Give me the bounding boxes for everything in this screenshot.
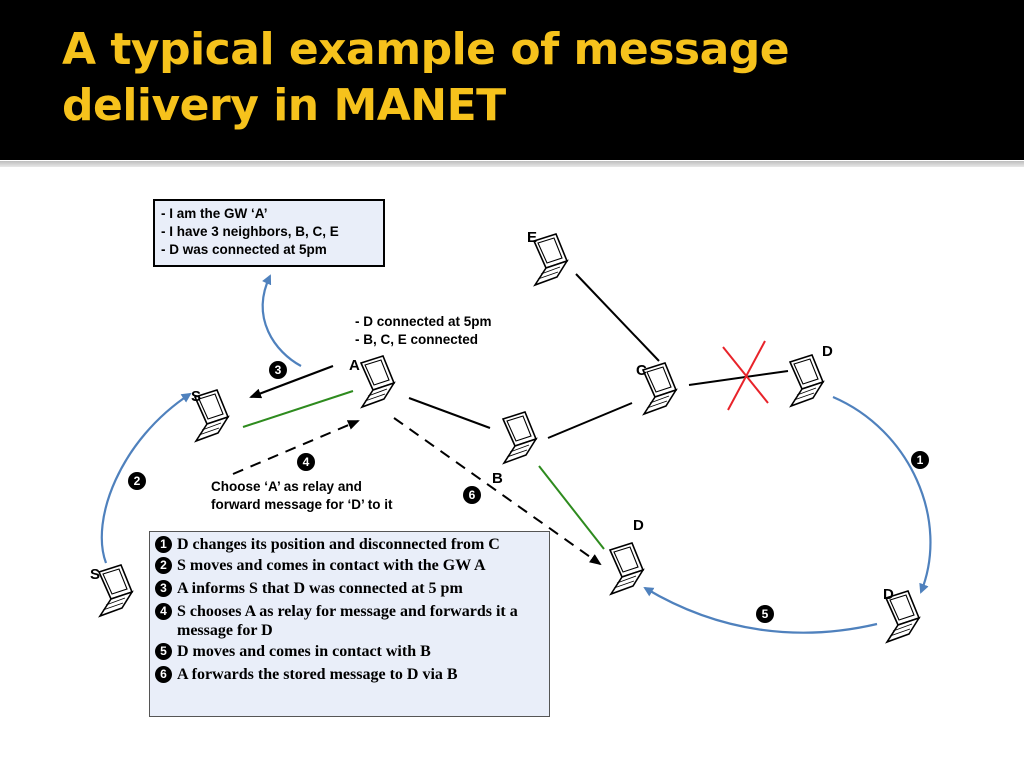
step-badge-6: 6 xyxy=(463,486,481,504)
legend-number-badge: 1 xyxy=(155,536,172,553)
legend-box: 1 D changes its position and disconnecte… xyxy=(149,531,550,717)
legend-number-badge: 3 xyxy=(155,580,172,597)
a-status-text: - D connected at 5pm - B, C, E connected xyxy=(355,313,492,349)
node-label-d-right: D xyxy=(883,586,894,603)
node-label-d-top: D xyxy=(822,343,833,360)
legend-text: D changes its position and disconnected … xyxy=(177,536,500,553)
step-badge-1: 1 xyxy=(911,451,929,469)
a-status-line: - B, C, E connected xyxy=(355,332,479,347)
step-badge-2: 2 xyxy=(128,472,146,490)
laptop-b-icon xyxy=(502,411,537,464)
a-status-line: - D connected at 5pm xyxy=(355,314,492,329)
choose-line: forward message for ‘D’ to it xyxy=(211,497,393,512)
node-label-a: A xyxy=(349,357,360,374)
step-badge-3: 3 xyxy=(269,361,287,379)
legend-item: 2 S moves and comes in contact with the … xyxy=(154,556,545,575)
laptop-s-bottom-icon xyxy=(98,564,133,617)
svg-text:6: 6 xyxy=(469,488,476,502)
svg-text:3: 3 xyxy=(275,363,282,377)
gateway-info-box: - I am the GW ‘A’ - I have 3 neighbors, … xyxy=(153,199,385,267)
legend-item: 6 A forwards the stored message to D via… xyxy=(154,665,545,684)
legend-text: D moves and comes in contact with B xyxy=(177,643,431,660)
legend-item: 4 S chooses A as relay for message and f… xyxy=(154,602,545,640)
gw-line: - I have 3 neighbors, B, C, E xyxy=(161,224,339,239)
title-divider xyxy=(0,161,1024,167)
gw-line: - I am the GW ‘A’ xyxy=(161,206,268,221)
svg-text:2: 2 xyxy=(134,474,141,488)
node-label-b: B xyxy=(492,470,503,487)
node-label-e: E xyxy=(527,229,537,246)
legend-text: A forwards the stored message to D via B xyxy=(177,666,458,683)
legend-text: S moves and comes in contact with the GW… xyxy=(177,557,486,574)
title-bar xyxy=(0,0,1024,160)
link-e-c xyxy=(575,273,660,362)
node-label-s-bottom: S xyxy=(90,566,100,583)
legend-item: 5 D moves and comes in contact with B xyxy=(154,642,545,661)
move-arrow-d-left xyxy=(643,586,878,634)
node-label-c: C xyxy=(636,362,647,379)
legend-item: 1 D changes its position and disconnecte… xyxy=(154,535,545,554)
link-b-c xyxy=(547,402,633,439)
message-arrow-s-to-a xyxy=(232,420,360,475)
inform-arrow-a-to-s xyxy=(249,364,334,399)
svg-text:5: 5 xyxy=(762,607,769,621)
step-badge-5: 5 xyxy=(756,605,774,623)
legend-number-badge: 5 xyxy=(155,643,172,660)
move-arrow-d-down xyxy=(832,395,932,594)
legend-item: 3 A informs S that D was connected at 5 … xyxy=(154,579,545,598)
legend-number-badge: 2 xyxy=(155,557,172,574)
legend-text: S chooses A as relay for message and for… xyxy=(177,603,518,639)
svg-text:4: 4 xyxy=(303,455,310,469)
node-label-d-mid: D xyxy=(633,517,644,534)
legend-number-badge: 6 xyxy=(155,666,172,683)
gw-info-curve xyxy=(261,274,302,367)
step-badge-4: 4 xyxy=(297,453,315,471)
link-s-a xyxy=(242,390,354,428)
laptop-a-icon xyxy=(360,355,395,408)
svg-text:1: 1 xyxy=(917,453,924,467)
choose-line: Choose ‘A’ as relay and xyxy=(211,479,362,494)
legend-text: A informs S that D was connected at 5 pm xyxy=(177,580,463,597)
laptop-d-top-icon xyxy=(789,354,824,407)
laptop-e-icon xyxy=(533,233,568,286)
legend-number-badge: 4 xyxy=(155,603,172,620)
laptop-d-mid-icon xyxy=(609,542,644,595)
choose-relay-text: Choose ‘A’ as relay and forward message … xyxy=(211,478,393,514)
link-c-d xyxy=(688,370,789,386)
move-arrow-s xyxy=(100,392,192,564)
link-a-b xyxy=(408,397,491,429)
message-arrow-a-to-d xyxy=(393,417,602,566)
slide-title: A typical example of message delivery in… xyxy=(62,24,790,131)
gw-line: - D was connected at 5pm xyxy=(161,242,327,257)
disconnect-cross-icon xyxy=(722,340,769,411)
link-b-d xyxy=(538,465,605,550)
laptop-c-icon xyxy=(642,362,677,415)
node-label-s-top: S xyxy=(191,388,201,405)
